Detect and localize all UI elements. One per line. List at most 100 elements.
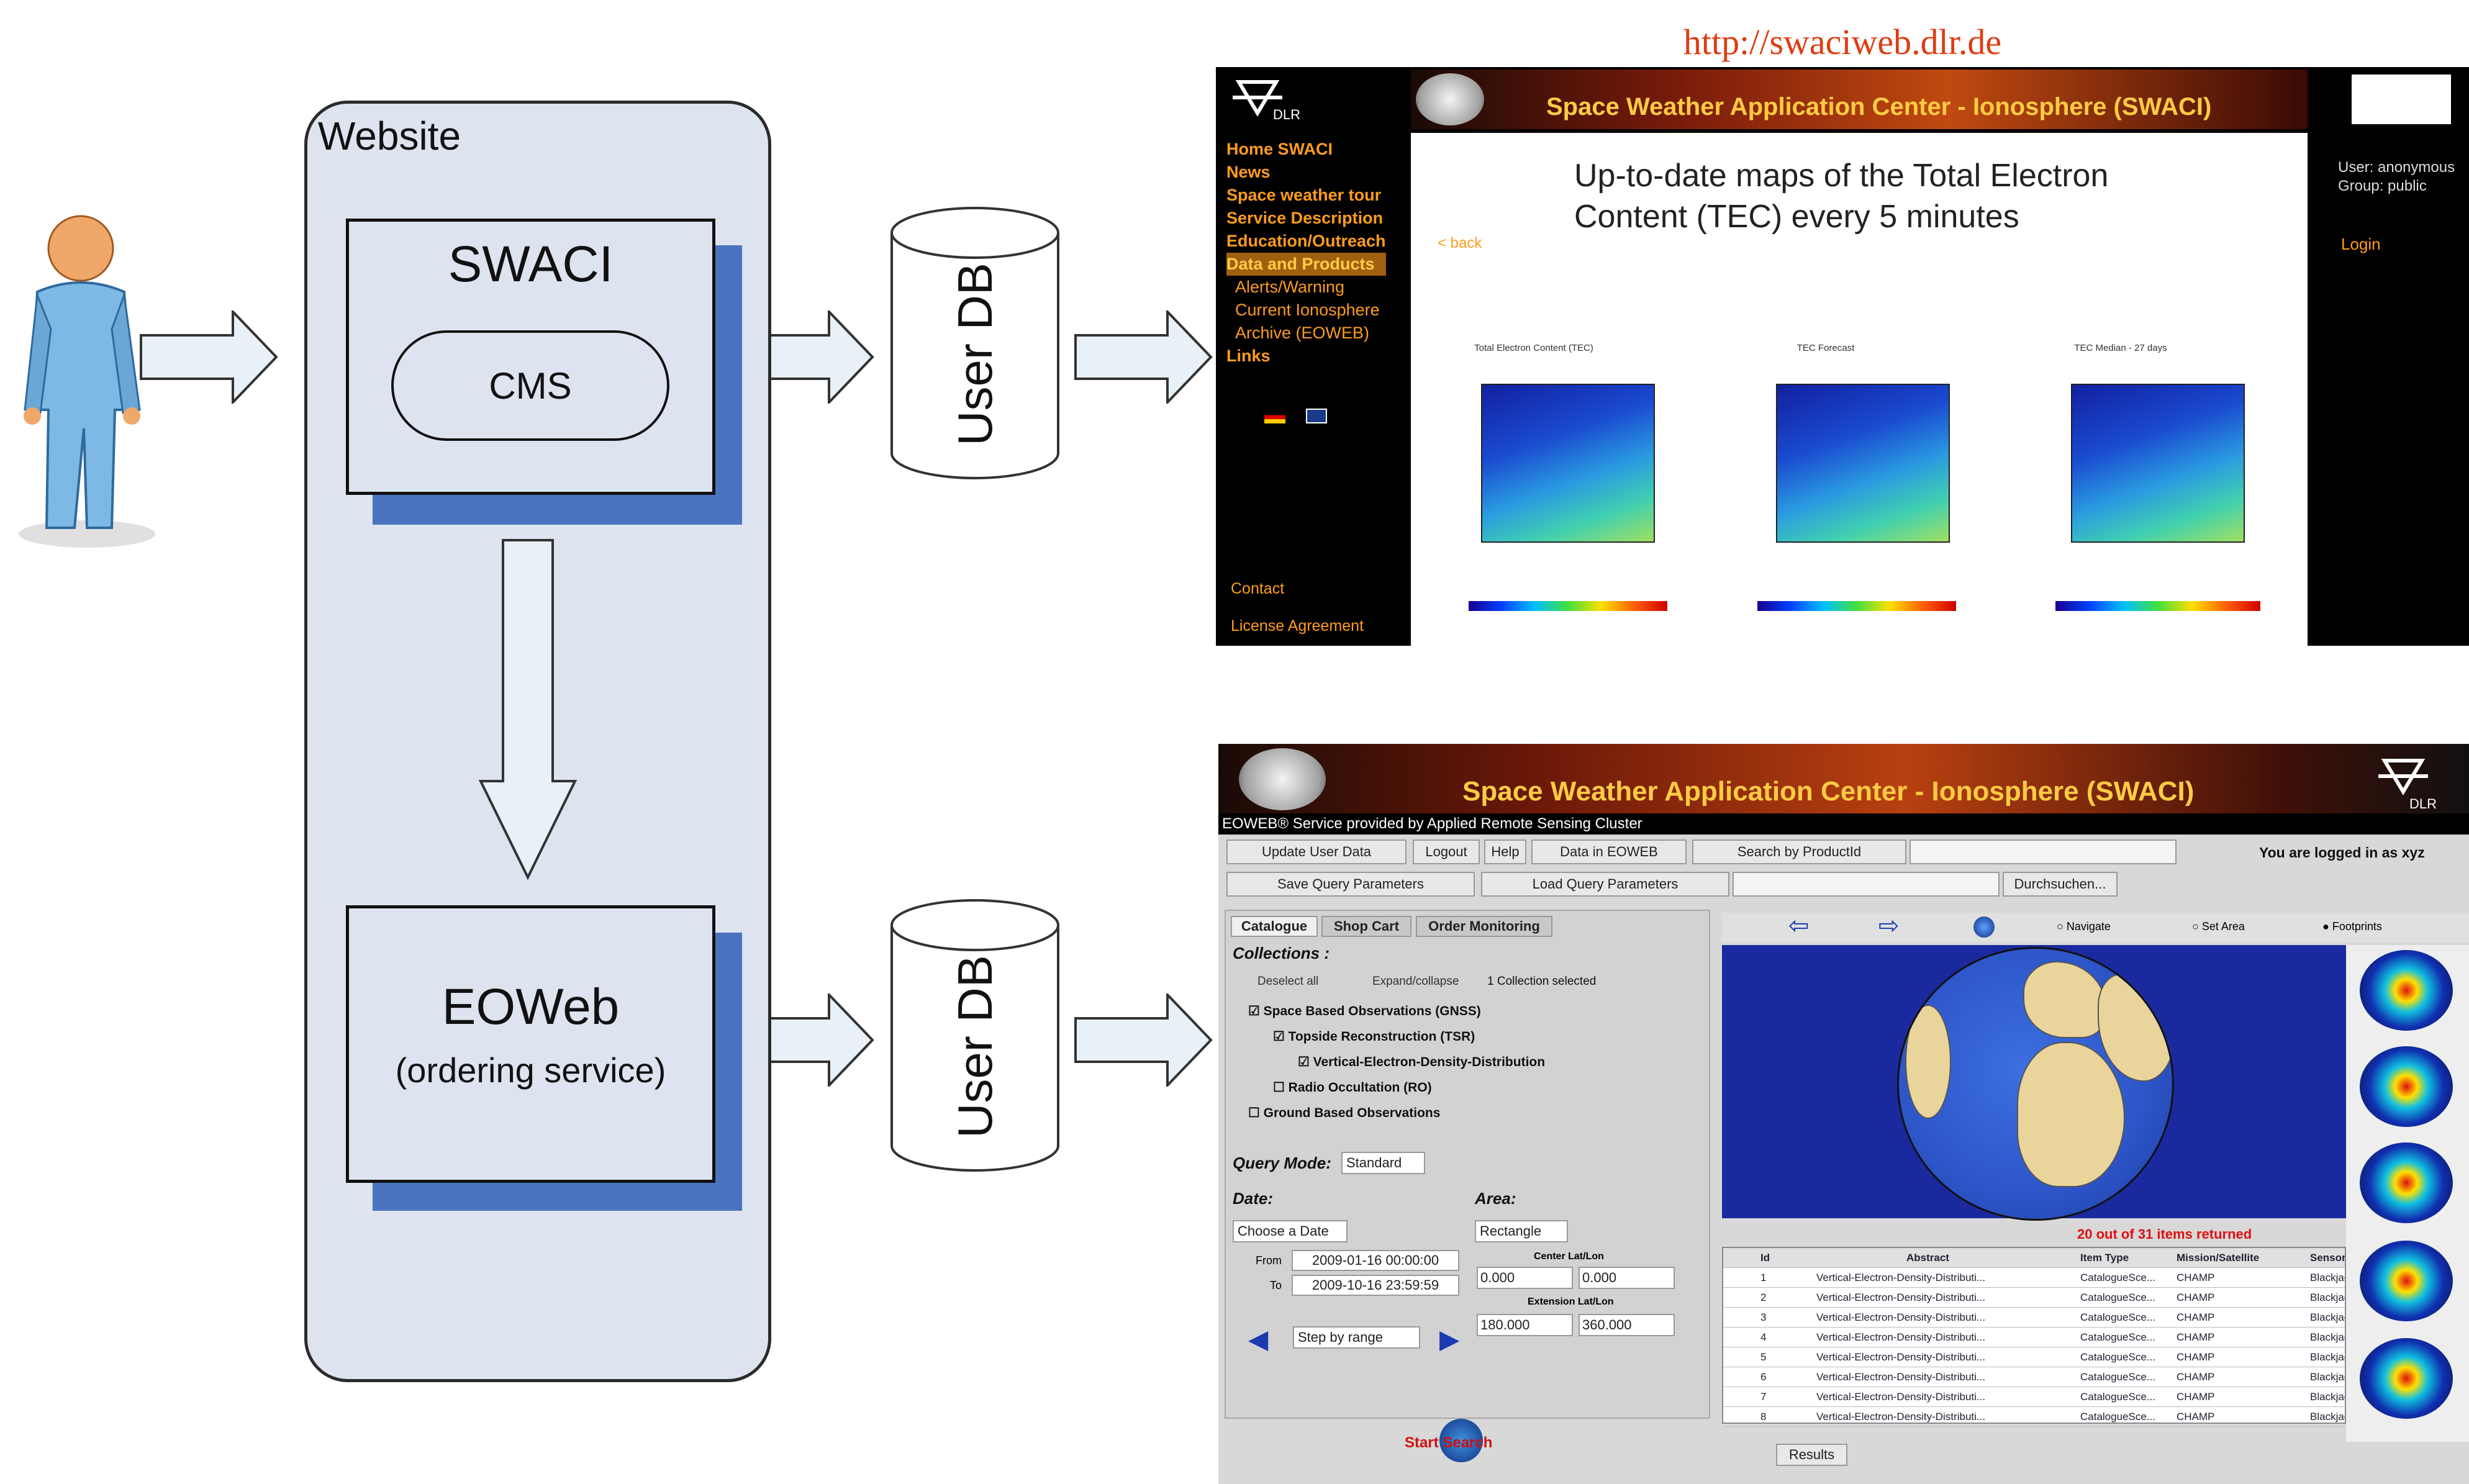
results-button[interactable]: Results bbox=[1776, 1444, 1847, 1466]
tree-node-label: Vertical-Electron-Density-Distribution bbox=[1313, 1055, 1546, 1069]
step-select[interactable]: Step by range bbox=[1293, 1326, 1420, 1349]
deselect-all-button[interactable]: Deselect all bbox=[1257, 975, 1319, 988]
update-user-data-button[interactable]: Update User Data bbox=[1226, 839, 1407, 864]
results-table: Id Abstract Item Type Mission/Satellite Sens… bbox=[1722, 1247, 2346, 1427]
data-in-eoweb-button[interactable]: Data in EOWEB bbox=[1531, 839, 1687, 864]
col-header[interactable]: Mission/Satellite bbox=[2177, 1252, 2260, 1264]
cell: Vertical-Electron-Density-Distributi... bbox=[1816, 1411, 1986, 1423]
nav-item[interactable]: Links bbox=[1226, 346, 1271, 365]
nav-item[interactable]: Education/Outreach bbox=[1226, 232, 1386, 250]
globe-icon[interactable] bbox=[1973, 916, 1995, 938]
file-path-input[interactable] bbox=[1733, 872, 2000, 897]
uk-flag-icon[interactable] bbox=[1306, 409, 1327, 423]
save-query-button[interactable]: Save Query Parameters bbox=[1226, 872, 1475, 897]
map-title: TEC Median - 27 days bbox=[2074, 343, 2167, 353]
map-mode-label: Set Area bbox=[2201, 920, 2245, 933]
german-flag-icon[interactable] bbox=[1264, 411, 1285, 423]
license-link[interactable]: License Agreement bbox=[1231, 617, 1364, 635]
cell: CHAMP bbox=[2177, 1311, 2215, 1323]
result-thumbnail[interactable] bbox=[2360, 1338, 2453, 1419]
date-select[interactable]: Choose a Date bbox=[1233, 1220, 1348, 1242]
land-europe bbox=[2023, 961, 2106, 1038]
tree-node[interactable]: ☑ Vertical-Electron-Density-Distribution bbox=[1298, 1055, 1546, 1069]
col-header[interactable]: Id bbox=[1760, 1252, 1770, 1264]
expand-collapse-button[interactable]: Expand/collapse bbox=[1372, 975, 1459, 988]
start-search-button[interactable]: Start Search bbox=[1405, 1434, 1493, 1451]
ext-lat-input[interactable]: 180.000 bbox=[1477, 1314, 1573, 1336]
col-header[interactable]: Abstract bbox=[1906, 1252, 1949, 1264]
area-select-value: Rectangle bbox=[1480, 1223, 1542, 1239]
map-mode-set-area[interactable]: ○ Set Area bbox=[2192, 920, 2245, 933]
cell: CHAMP bbox=[2177, 1411, 2215, 1423]
col-header[interactable]: Sensor bbox=[2310, 1252, 2345, 1264]
tab-catalogue[interactable]: Catalogue bbox=[1231, 916, 1318, 937]
map-title: TEC Forecast bbox=[1796, 343, 1855, 353]
nav-item[interactable]: Home SWACI bbox=[1226, 140, 1333, 158]
to-date-input[interactable]: 2009-10-16 23:59:59 bbox=[1292, 1275, 1459, 1296]
userdb-cylinder-top bbox=[890, 207, 1059, 479]
cell: Vertical-Electron-Density-Distributi... bbox=[1816, 1371, 1986, 1383]
tec-colorbar bbox=[1469, 601, 1667, 611]
ext-lon-input[interactable]: 360.000 bbox=[1579, 1314, 1675, 1336]
arrow-left-icon[interactable]: ⇦ bbox=[1788, 912, 1810, 939]
productid-input[interactable] bbox=[1910, 839, 2177, 864]
nav-item[interactable]: Space weather tour bbox=[1226, 186, 1382, 204]
nav-item[interactable]: Service Description bbox=[1226, 209, 1384, 227]
tab-shop-cart[interactable]: Shop Cart bbox=[1321, 916, 1411, 937]
swaciweb-banner bbox=[1411, 70, 2308, 129]
login-link[interactable]: Login bbox=[2341, 235, 2381, 253]
tree-node[interactable]: ☑ Space Based Observations (GNSS) bbox=[1248, 1004, 1481, 1018]
from-date-input[interactable]: 2009-01-16 00:00:00 bbox=[1292, 1250, 1459, 1271]
cell: CatalogueSce... bbox=[2080, 1411, 2155, 1423]
result-thumbnail[interactable] bbox=[2360, 1241, 2453, 1321]
nav-subitem[interactable]: Current Ionosphere bbox=[1235, 301, 1380, 319]
nav-item[interactable]: News bbox=[1226, 163, 1271, 181]
cell: CHAMP bbox=[2177, 1331, 2215, 1343]
search-by-productid-button[interactable]: Search by ProductId bbox=[1692, 839, 1906, 864]
browse-button[interactable]: Durchsuchen... bbox=[2003, 872, 2118, 897]
area-select[interactable]: Rectangle bbox=[1475, 1220, 1568, 1242]
help-button[interactable]: Help bbox=[1484, 839, 1526, 864]
tree-node-label: Space Based Observations (GNSS) bbox=[1263, 1004, 1481, 1018]
swaciweb-url[interactable]: http://swaciweb.dlr.de bbox=[1216, 17, 2469, 67]
nav-item-active[interactable]: Data and Products bbox=[1226, 253, 1386, 276]
logout-button[interactable]: Logout bbox=[1413, 839, 1480, 864]
globe-search-icon[interactable] bbox=[1439, 1419, 1483, 1462]
cell: 1 bbox=[1760, 1272, 1767, 1283]
center-lat-input[interactable]: 0.000 bbox=[1477, 1267, 1573, 1289]
nav-subitem[interactable]: Alerts/Warning bbox=[1235, 278, 1345, 296]
date-label: Date: bbox=[1233, 1189, 1274, 1208]
next-step-icon[interactable]: ▶ bbox=[1439, 1324, 1460, 1354]
back-link[interactable]: < back bbox=[1438, 235, 1482, 251]
result-thumbnail[interactable] bbox=[2360, 950, 2453, 1031]
col-header[interactable]: Item Type bbox=[2080, 1252, 2129, 1264]
prev-step-icon[interactable]: ◀ bbox=[1248, 1324, 1269, 1354]
map-mode-footprints[interactable]: ● Footprints bbox=[2322, 920, 2382, 933]
result-thumbnail[interactable] bbox=[2360, 1046, 2453, 1127]
contact-link[interactable]: Contact bbox=[1231, 580, 1285, 597]
tree-node[interactable]: ☐ Ground Based Observations bbox=[1248, 1106, 1441, 1120]
cell: Blackjack bbox=[2310, 1371, 2345, 1383]
query-mode-select[interactable]: Standard bbox=[1341, 1152, 1425, 1174]
tree-node[interactable]: ☐ Radio Occultation (RO) bbox=[1273, 1080, 1432, 1095]
tree-node[interactable]: ☑ Topside Reconstruction (TSR) bbox=[1273, 1029, 1475, 1044]
area-label: Area: bbox=[1475, 1189, 1516, 1208]
arrow-right-icon[interactable]: ⇨ bbox=[1878, 912, 1900, 939]
load-query-button[interactable]: Load Query Parameters bbox=[1481, 872, 1729, 897]
collection-tree: ☑ Space Based Observations (GNSS) ☑ Tops… bbox=[1248, 998, 1545, 1126]
cell: CatalogueSce... bbox=[2080, 1371, 2155, 1383]
map-mode-navigate[interactable]: ○ Navigate bbox=[2057, 920, 2111, 933]
center-lon-input[interactable]: 0.000 bbox=[1579, 1267, 1675, 1289]
nav-subitem[interactable]: Archive (EOWEB) bbox=[1235, 323, 1370, 342]
tab-order-monitoring[interactable]: Order Monitoring bbox=[1416, 916, 1552, 937]
result-thumbnail[interactable] bbox=[2360, 1142, 2453, 1223]
cell: CHAMP bbox=[2177, 1351, 2215, 1363]
